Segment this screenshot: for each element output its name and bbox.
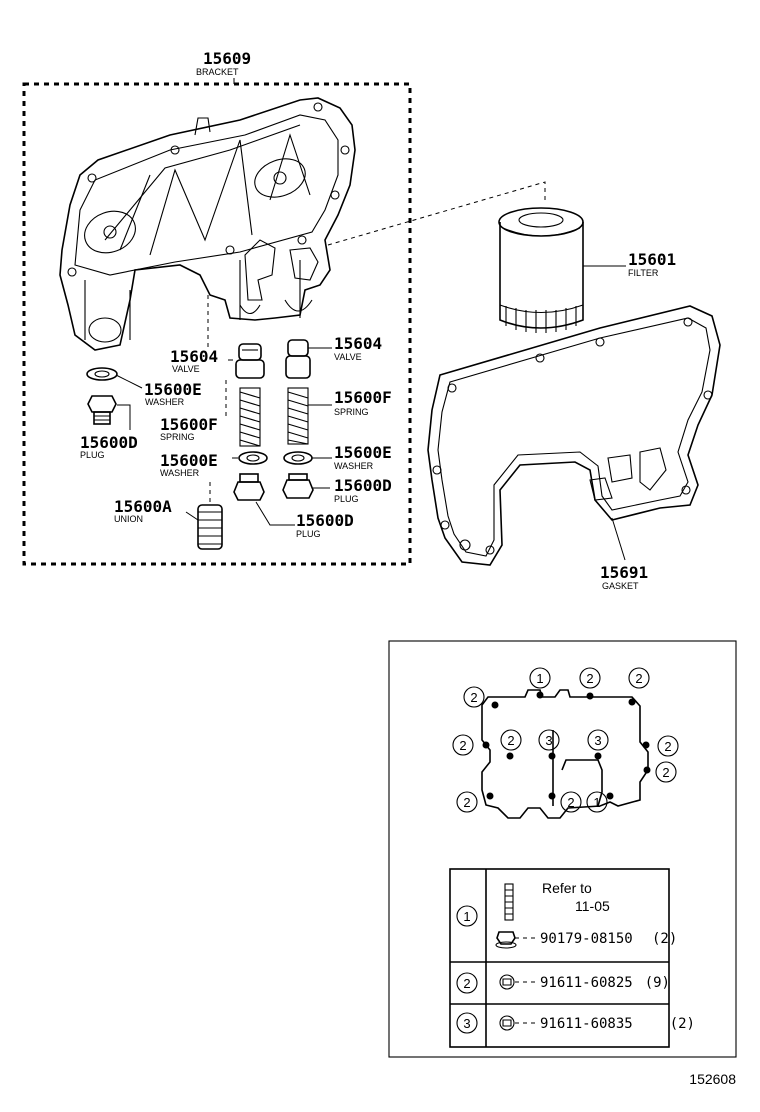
bracket-drawing	[59, 97, 356, 351]
gasket-group: 15691 GASKET	[427, 305, 721, 591]
valve-right-drawing	[285, 339, 311, 379]
svg-text:2: 2	[463, 976, 470, 991]
washer-left-top-drawing	[86, 367, 118, 381]
union-drawing	[197, 504, 223, 550]
bolt-head-icon	[499, 1015, 515, 1031]
valve-right-name: VALVE	[334, 352, 362, 362]
gasket-number: 15691	[600, 563, 648, 582]
stud-bolt-icon	[504, 883, 514, 921]
refer-page: 11-05	[575, 898, 610, 914]
part-number: 91611-60835	[540, 1016, 633, 1032]
bolt-callout: 2	[456, 791, 478, 813]
bolt-callout: 2	[628, 667, 650, 689]
bolt-callout: 3	[538, 729, 560, 751]
valve-left-number: 15604	[170, 347, 218, 366]
valve-left-drawing	[235, 343, 265, 379]
svg-text:2: 2	[635, 671, 642, 686]
svg-text:2: 2	[662, 765, 669, 780]
bolt-callout: 2	[463, 686, 485, 708]
parts-table: 1 Refer to 11-05 90179-08150 (2) 2	[449, 868, 695, 1048]
plug-right-drawing	[282, 473, 314, 499]
svg-text:1: 1	[536, 671, 543, 686]
filter-name: FILTER	[628, 268, 659, 278]
spring-left-number: 15600F	[160, 415, 218, 434]
table-row: 2 91611-60825 (9)	[456, 972, 670, 994]
spring-left-drawing	[239, 387, 261, 447]
plug-left-top-drawing	[87, 395, 117, 425]
washer-left-bottom-drawing	[238, 451, 268, 465]
washer-left-top-number: 15600E	[144, 380, 202, 399]
flange-nut-icon	[495, 931, 517, 949]
gasket-drawing	[427, 305, 721, 566]
table-row: 1 Refer to 11-05 90179-08150 (2)	[456, 880, 677, 949]
part-number: 90179-08150	[540, 931, 633, 947]
svg-text:1: 1	[463, 909, 470, 924]
svg-text:2: 2	[507, 733, 514, 748]
part-qty: (2)	[670, 1016, 695, 1032]
valve-left-name: VALVE	[172, 364, 200, 374]
refer-label: Refer to	[542, 880, 592, 896]
part-qty: (9)	[645, 975, 670, 991]
svg-text:3: 3	[463, 1016, 470, 1031]
filter-drawing	[498, 207, 584, 333]
bolt-callout: 2	[655, 761, 677, 783]
plug-right-name: PLUG	[334, 494, 359, 504]
svg-text:2: 2	[470, 690, 477, 705]
plug-left-top-number: 15600D	[80, 433, 138, 452]
bracket-number: 15609	[203, 49, 251, 68]
washer-left-top-name: WASHER	[145, 397, 185, 407]
washer-right-drawing	[283, 451, 313, 465]
gasket-name: GASKET	[602, 581, 639, 591]
spring-left-name: SPRING	[160, 432, 195, 442]
svg-text:2: 2	[459, 738, 466, 753]
figure-id: 152608	[689, 1071, 736, 1087]
bolt-callout: 3	[587, 729, 609, 751]
part-number: 91611-60825	[540, 975, 633, 991]
bracket-group: 15609 BRACKET 15604 VALVE 15600E WASHER …	[22, 49, 412, 566]
bolt-callout: 2	[500, 729, 522, 751]
svg-text:2: 2	[664, 739, 671, 754]
table-row: 3 91611-60835 (2)	[456, 1012, 695, 1034]
part-qty: (2)	[652, 931, 677, 947]
spring-right-name: SPRING	[334, 407, 369, 417]
filter-number: 15601	[628, 250, 676, 269]
bracket-name: BRACKET	[196, 67, 239, 77]
valve-right-number: 15604	[334, 334, 382, 353]
bolt-callout: 2	[452, 734, 474, 756]
svg-text:3: 3	[545, 733, 552, 748]
plug-center-name: PLUG	[296, 529, 321, 539]
svg-text:2: 2	[463, 795, 470, 810]
union-name: UNION	[114, 514, 143, 524]
plug-right-number: 15600D	[334, 476, 392, 495]
washer-left-bottom-name: WASHER	[160, 468, 200, 478]
bolt-callout: 2	[657, 735, 679, 757]
plug-center-number: 15600D	[296, 511, 354, 530]
svg-text:3: 3	[594, 733, 601, 748]
filter-group: 15601 FILTER	[327, 181, 676, 333]
union-number: 15600A	[114, 497, 172, 516]
bolt-dots	[482, 691, 651, 800]
washer-right-number: 15600E	[334, 443, 392, 462]
bolt-callout: 2	[579, 667, 601, 689]
svg-text:2: 2	[586, 671, 593, 686]
washer-right-name: WASHER	[334, 461, 374, 471]
svg-text:2: 2	[567, 795, 574, 810]
spring-right-number: 15600F	[334, 388, 392, 407]
bolt-callout: 1	[586, 791, 608, 813]
spring-right-drawing	[287, 387, 309, 445]
bolt-callout: 2	[560, 791, 582, 813]
svg-text:1: 1	[593, 795, 600, 810]
bolt-layout-panel: 2 1 2 2 2 2 3 3	[388, 640, 737, 1058]
plug-center-drawing	[233, 473, 265, 501]
washer-left-bottom-number: 15600E	[160, 451, 218, 470]
bolt-callout: 1	[529, 667, 551, 689]
bolt-head-icon	[499, 974, 515, 990]
bracket-boundary-box	[22, 82, 412, 566]
plug-left-top-name: PLUG	[80, 450, 105, 460]
